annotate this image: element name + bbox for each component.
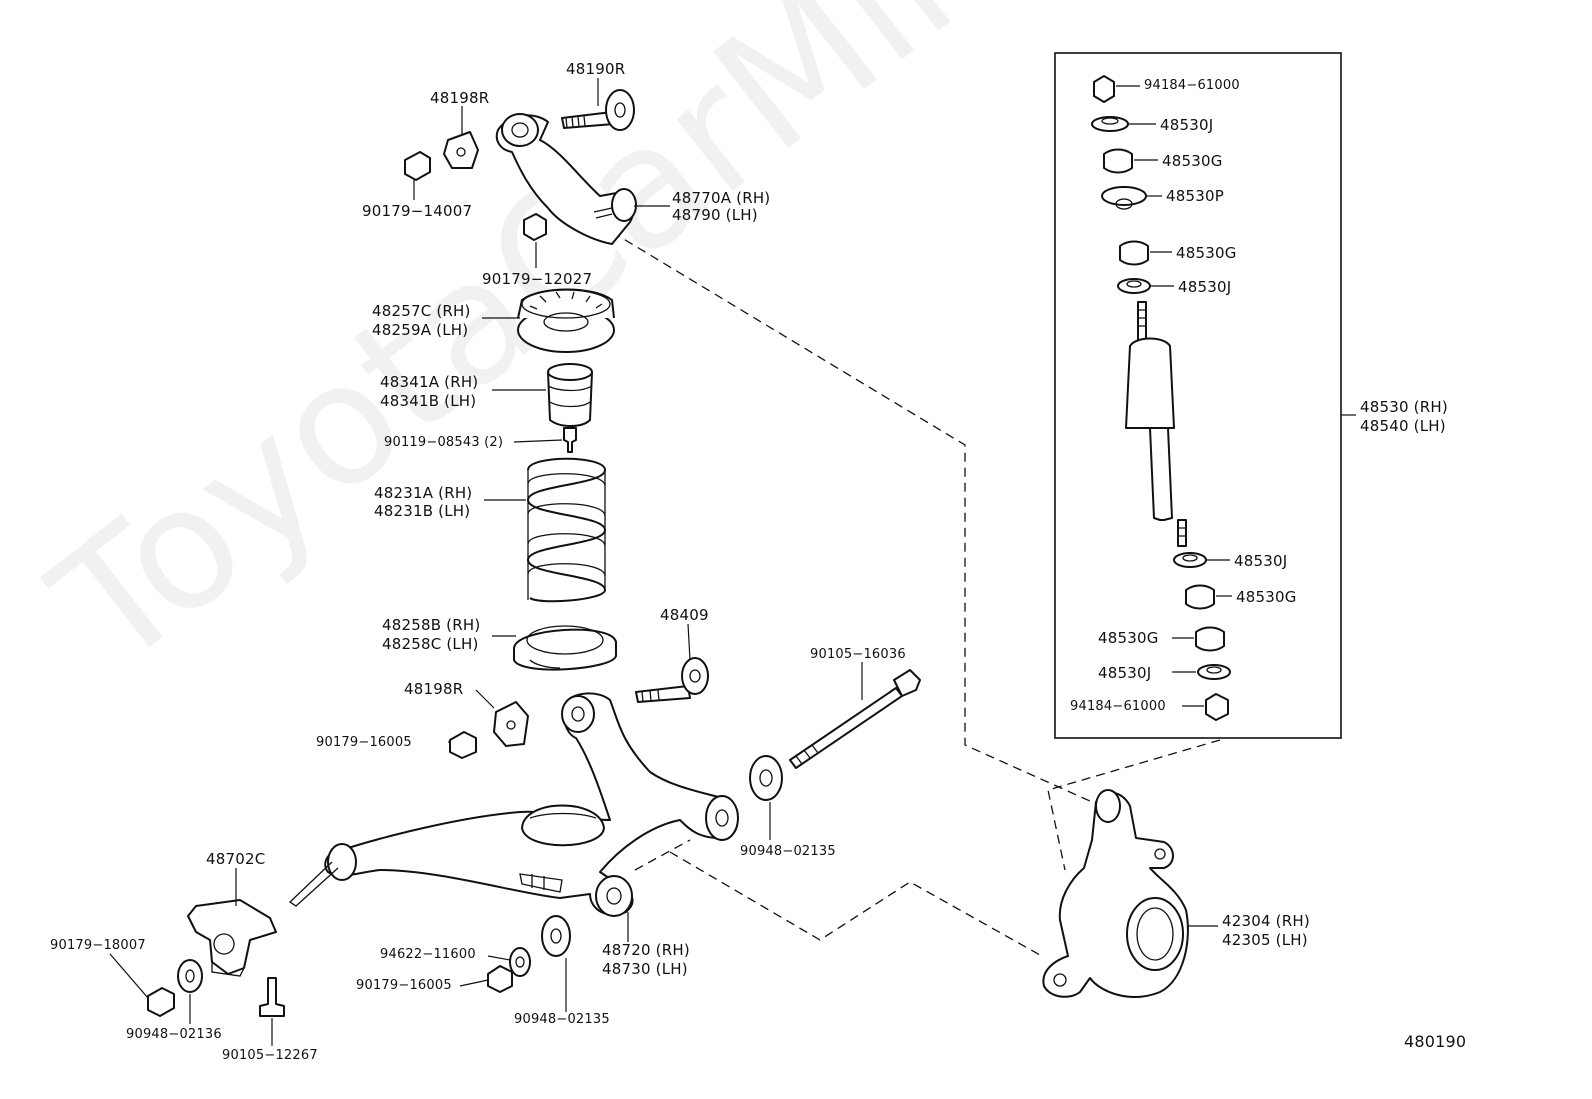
label-48341B: 48341B (LH) xyxy=(380,392,477,410)
nut-94184-61000-bot xyxy=(1205,693,1229,721)
cam-plate-48198R-mid xyxy=(493,701,529,747)
label-48198R-top: 48198R xyxy=(430,89,490,107)
bolt-48409 xyxy=(635,657,709,703)
diagram-id: 480190 xyxy=(1404,1032,1467,1051)
cushion-48530J-1 xyxy=(1091,116,1129,132)
leader-lines xyxy=(109,78,1356,1046)
coil-spring xyxy=(527,457,606,603)
label-48198R-mid: 48198R xyxy=(404,680,464,698)
label-90179-12027: 90179−12027 xyxy=(482,270,593,288)
label-48258B: 48258B (RH) xyxy=(382,616,481,634)
cam-plate-48198R-top xyxy=(443,131,479,169)
bolt-90105-16036 xyxy=(789,669,921,769)
shock-absorber-kit-frame xyxy=(1054,52,1342,739)
nut-90179-18007 xyxy=(147,987,175,1017)
label-48702C: 48702C xyxy=(206,850,266,868)
label-48231B: 48231B (LH) xyxy=(374,502,471,520)
cushion-48530J-2 xyxy=(1117,278,1151,294)
label-94622-11600: 94622−11600 xyxy=(380,947,476,962)
cushion-48530J-3 xyxy=(1173,552,1207,568)
bushing-48530G-4 xyxy=(1195,626,1225,652)
label-42305: 42305 (LH) xyxy=(1222,931,1308,949)
label-48720: 48720 (RH) xyxy=(602,941,690,959)
label-48530J-4: 48530J xyxy=(1098,664,1152,682)
label-48790: 48790 (LH) xyxy=(672,206,758,224)
label-94184-61000-top: 94184−61000 xyxy=(1144,78,1240,93)
assembly-line-shock xyxy=(1047,739,1221,871)
label-48530: 48530 (RH) xyxy=(1360,398,1448,416)
nut-94184-61000-top xyxy=(1093,75,1115,103)
bushing-48530G-2 xyxy=(1119,240,1149,266)
label-90179-18007: 90179−18007 xyxy=(50,938,146,953)
nut-90179-14007 xyxy=(404,151,431,181)
bolt-48190R xyxy=(561,89,635,131)
label-48730: 48730 (LH) xyxy=(602,960,688,978)
bump-stopper xyxy=(547,363,593,427)
label-90179-16005-mid: 90179−16005 xyxy=(316,735,412,750)
label-48530G-3: 48530G xyxy=(1236,588,1297,606)
label-48259A: 48259A (LH) xyxy=(372,321,469,339)
label-48257C: 48257C (RH) xyxy=(372,302,471,320)
label-48540: 48540 (LH) xyxy=(1360,417,1446,435)
label-48530G-4: 48530G xyxy=(1098,629,1159,647)
bushing-48530G-1 xyxy=(1103,148,1133,174)
label-48409: 48409 xyxy=(660,606,709,624)
spring-lower-seat xyxy=(513,625,617,671)
bushing-94622-11600 xyxy=(509,947,531,977)
label-90948-02135-bot: 90948−02135 xyxy=(514,1012,610,1027)
steering-knuckle xyxy=(1042,789,1189,998)
label-48530G-1: 48530G xyxy=(1162,152,1223,170)
label-48530J-3: 48530J xyxy=(1234,552,1288,570)
label-90119-08543: 90119−08543 (2) xyxy=(384,435,504,450)
shock-absorber-body xyxy=(1125,301,1187,547)
label-48770A: 48770A (RH) xyxy=(672,189,771,207)
upper-arm xyxy=(495,114,634,245)
nut-90179-16005-bot xyxy=(487,965,513,993)
spring-upper-seat xyxy=(517,288,615,353)
label-48190R: 48190R xyxy=(566,60,626,78)
nut-90179-16005-mid xyxy=(449,731,477,759)
cushion-48530J-4 xyxy=(1197,664,1231,680)
label-48530J-2: 48530J xyxy=(1178,278,1232,296)
label-90105-16036: 90105−16036 xyxy=(810,647,906,662)
assembly-line-lower xyxy=(669,851,1041,956)
label-90105-12267: 90105−12267 xyxy=(222,1048,318,1063)
lower-arm xyxy=(288,692,739,917)
label-90948-02136: 90948−02136 xyxy=(126,1027,222,1042)
label-48341A: 48341A (RH) xyxy=(380,373,479,391)
label-90179-14007: 90179−14007 xyxy=(362,202,473,220)
label-48530J-1: 48530J xyxy=(1160,116,1214,134)
label-48530P: 48530P xyxy=(1166,187,1224,205)
retainer-48530P xyxy=(1101,186,1147,210)
bushing-48530G-3 xyxy=(1185,584,1215,610)
label-42304: 42304 (RH) xyxy=(1222,912,1310,930)
label-90948-02135-right: 90948−02135 xyxy=(740,844,836,859)
label-94184-61000-bot: 94184−61000 xyxy=(1070,699,1166,714)
label-48258C: 48258C (LH) xyxy=(382,635,479,653)
washer-90948-02135-right xyxy=(749,755,783,801)
assembly-line-upper xyxy=(611,231,1111,811)
label-48530G-2: 48530G xyxy=(1176,244,1237,262)
nut-90179-12027 xyxy=(523,213,547,241)
washer-90948-02136 xyxy=(177,959,203,993)
bolt-90119-08543 xyxy=(563,427,577,453)
bolt-90105-12267 xyxy=(259,977,285,1017)
label-90179-16005-bot: 90179−16005 xyxy=(356,978,452,993)
washer-90948-02135-bot xyxy=(541,915,571,957)
label-48231A: 48231A (RH) xyxy=(374,484,473,502)
assembly-line-bushing xyxy=(634,839,691,871)
bracket-48702C xyxy=(187,899,277,977)
